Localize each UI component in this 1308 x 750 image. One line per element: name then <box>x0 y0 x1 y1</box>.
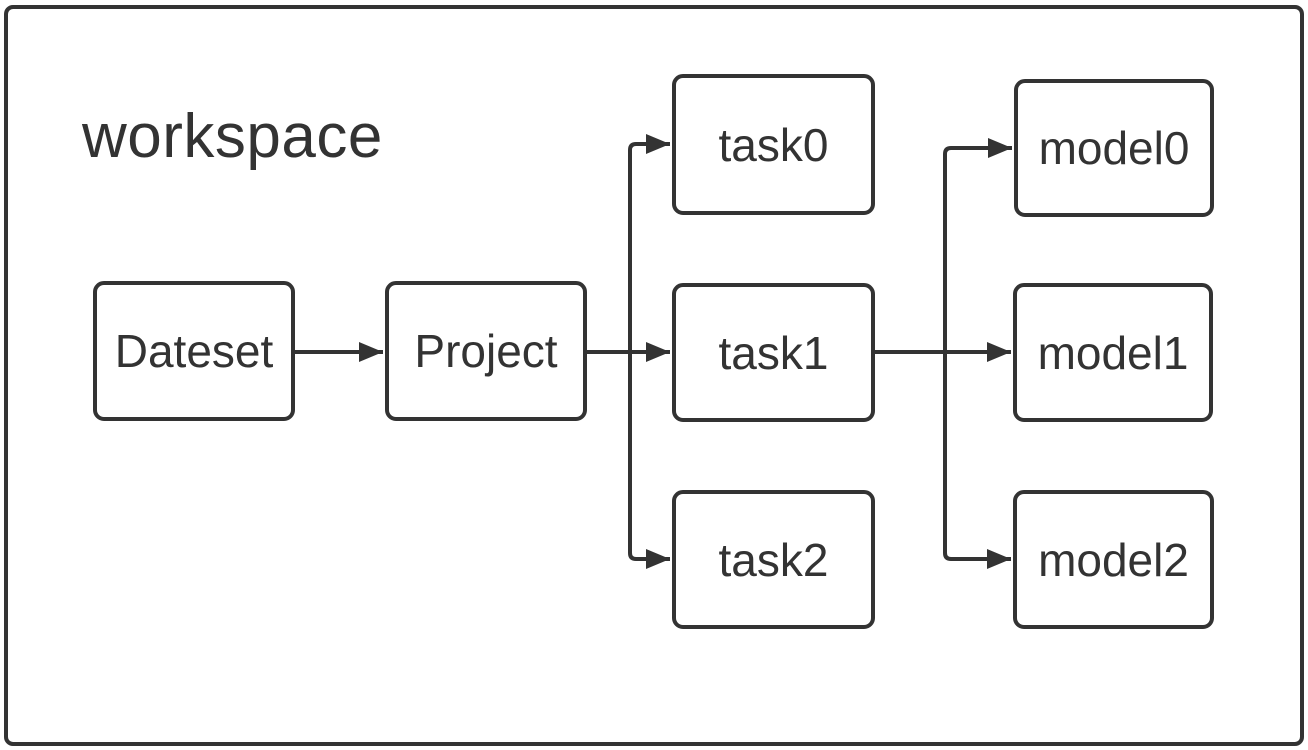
workspace-label: workspace <box>82 102 383 171</box>
node-model0: model0 <box>1014 79 1214 217</box>
node-model2: model2 <box>1013 490 1214 629</box>
node-model1-label: model1 <box>1037 326 1189 379</box>
node-task1-label: task1 <box>718 326 829 379</box>
node-task1: task1 <box>672 283 875 422</box>
node-model1: model1 <box>1013 283 1213 422</box>
node-model0-label: model0 <box>1038 122 1190 174</box>
node-dateset: Dateset <box>93 281 295 421</box>
node-dateset-label: Dateset <box>114 325 274 377</box>
edge-task1-model0 <box>943 138 1012 352</box>
node-task2: task2 <box>672 490 875 629</box>
node-model2-label: model2 <box>1038 533 1189 586</box>
edge-project-task2 <box>628 352 670 569</box>
edge-task1-model2 <box>943 352 1011 569</box>
node-project: Project <box>385 281 587 421</box>
edge-project-task0 <box>628 134 670 352</box>
node-project-label: Project <box>414 325 558 377</box>
node-task2-label: task2 <box>718 533 829 586</box>
node-task0-label: task0 <box>718 118 829 171</box>
node-task0: task0 <box>672 74 875 215</box>
